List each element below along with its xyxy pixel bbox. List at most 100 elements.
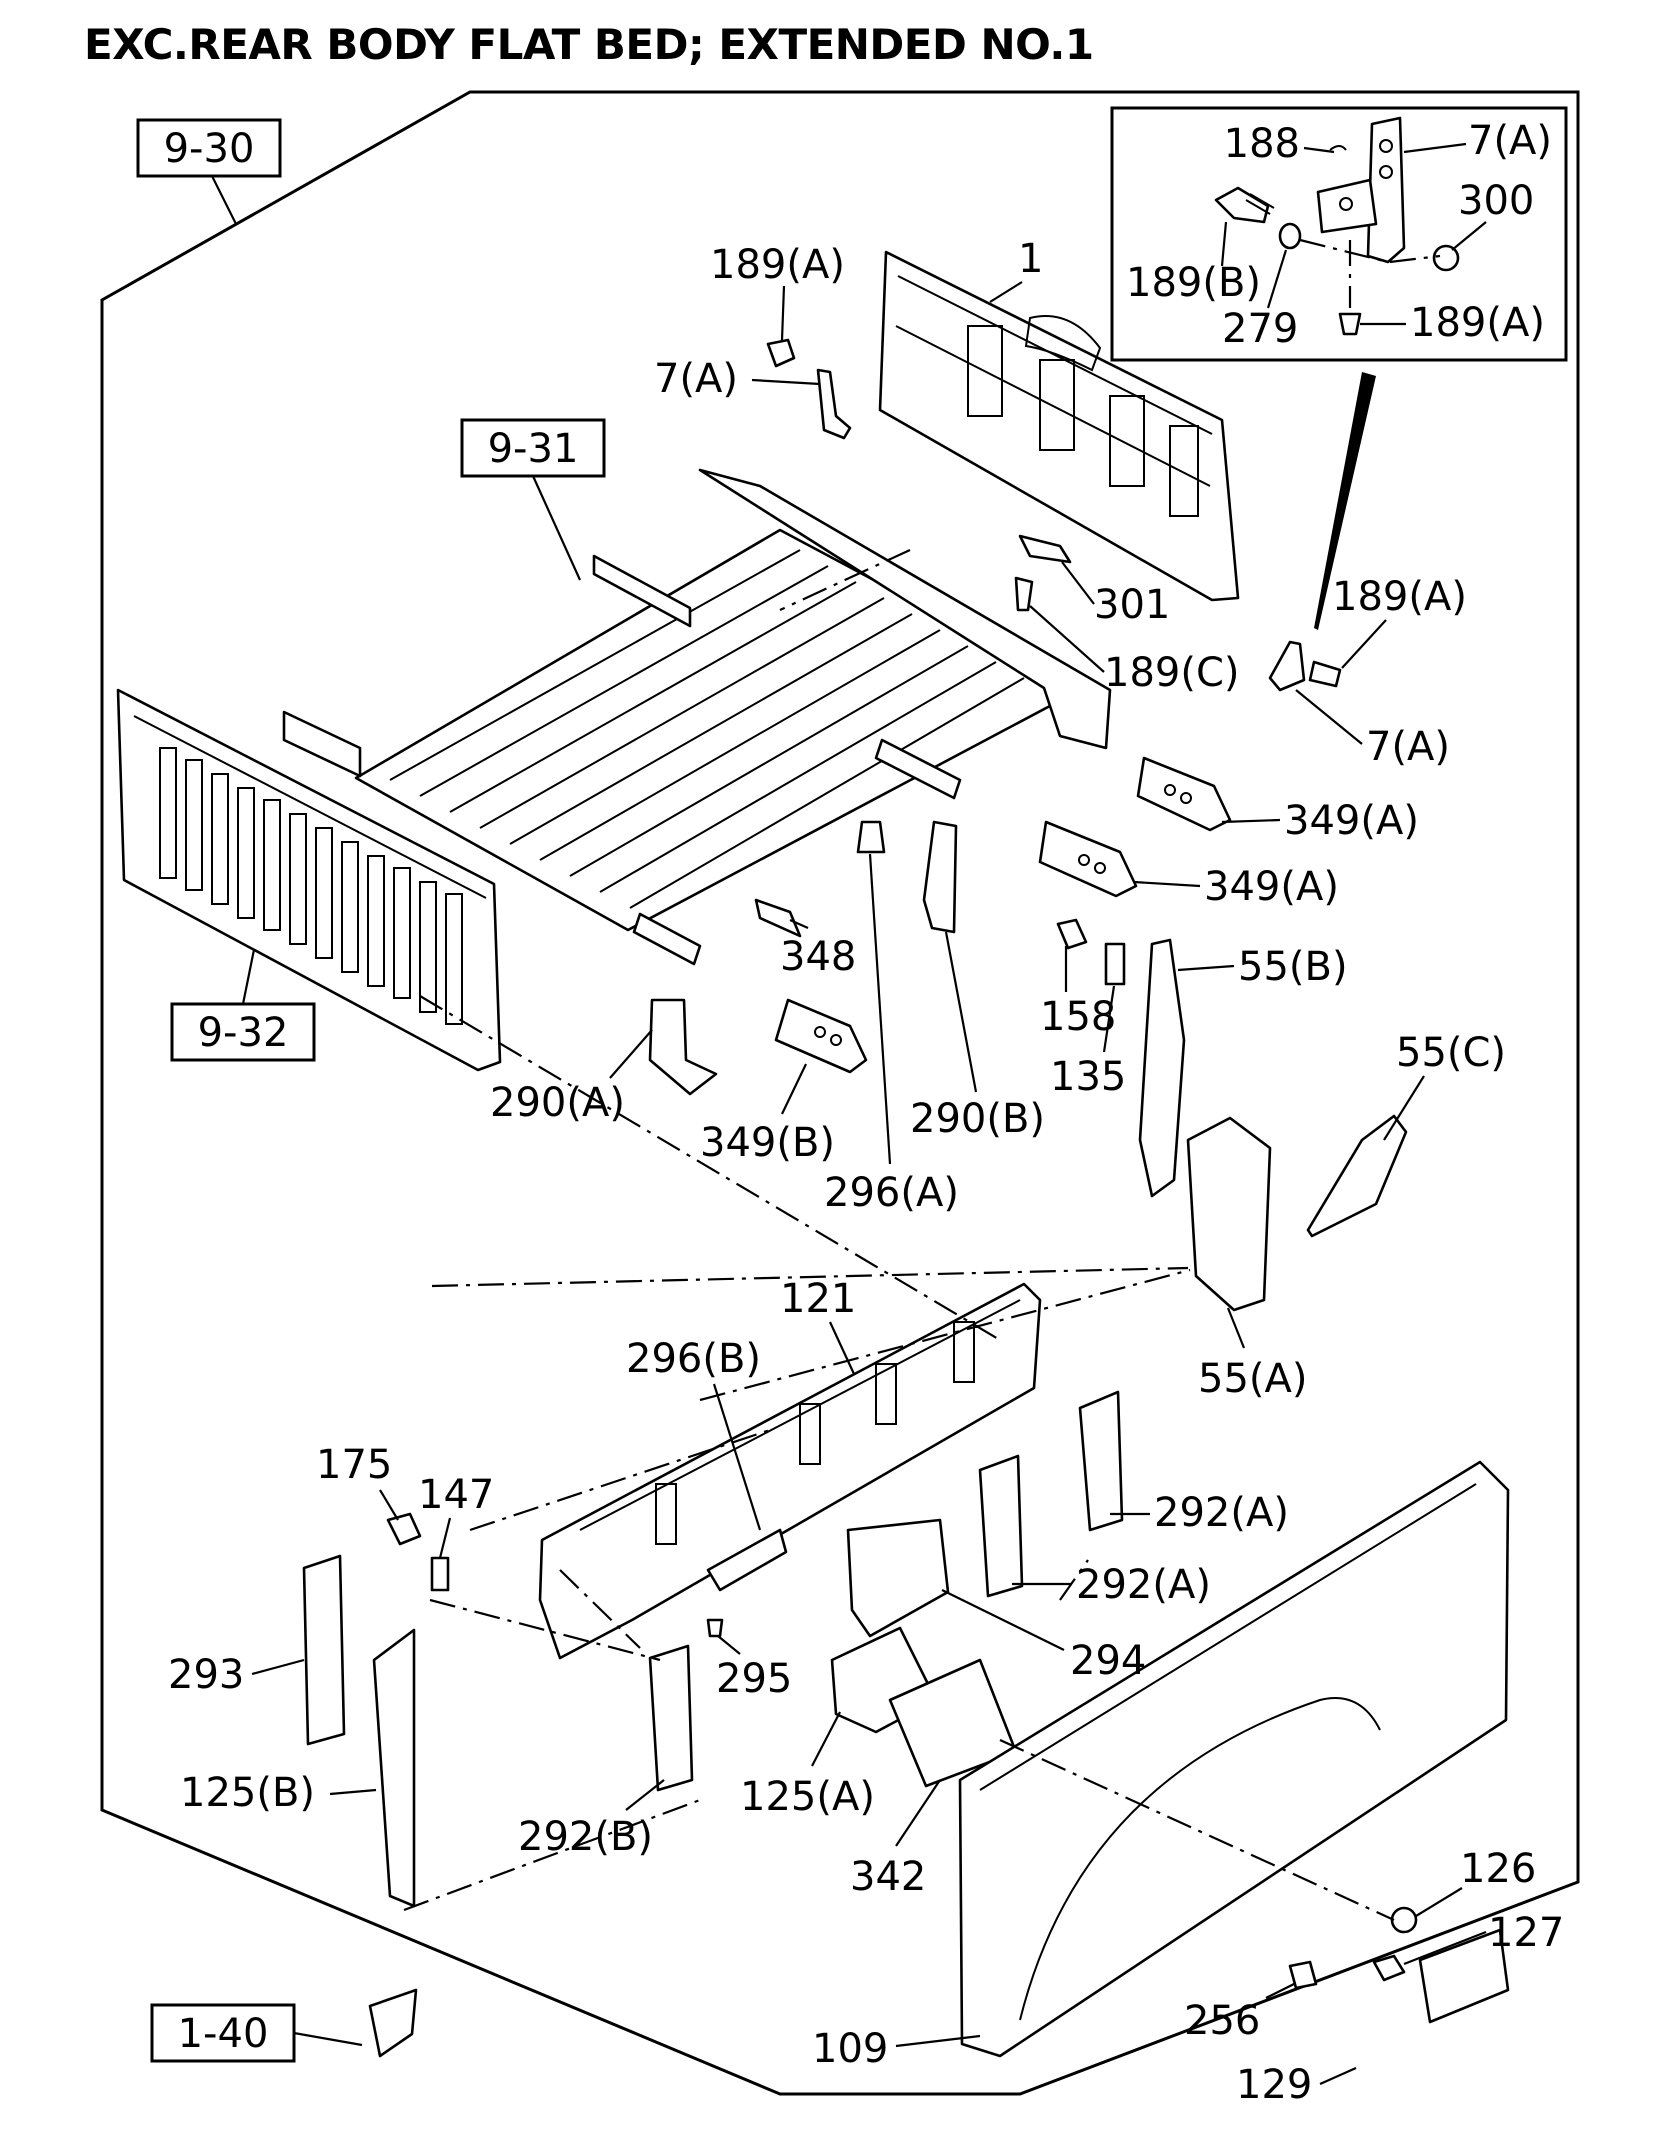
front-headboard-panel: [116, 688, 502, 1072]
label-125a: 125(A): [740, 1774, 875, 1820]
inset-bolt-189a: [1338, 312, 1362, 336]
ref-label-9-31: 9-31: [488, 426, 579, 472]
label-109: 109: [812, 2026, 888, 2072]
bolt-158: [1056, 918, 1088, 950]
label-55b: 55(B): [1238, 944, 1348, 990]
label-135: 135: [1050, 1054, 1126, 1100]
ref-label-9-32: 9-32: [198, 1010, 289, 1056]
bolt-189a-right: [1308, 660, 1342, 688]
page-title: EXC.REAR BODY FLAT BED; EXTENDED NO.1: [84, 20, 1094, 69]
inset-labels: 188 7(A) 300 189(B) 279 189(A): [1126, 118, 1552, 352]
bracket-296b: [706, 1528, 788, 1592]
label-147: 147: [418, 1472, 494, 1518]
label-348: 348: [780, 934, 856, 980]
bolt-189a-top: [766, 338, 796, 368]
label-189a-top: 189(A): [710, 242, 845, 288]
label-296a: 296(A): [824, 1170, 959, 1216]
label-127: 127: [1488, 1910, 1564, 1956]
bracket-290b: [922, 820, 958, 934]
label-290b: 290(B): [910, 1096, 1045, 1142]
label-189c: 189(C): [1104, 650, 1240, 696]
label-1: 1: [1018, 236, 1043, 282]
label-295: 295: [716, 1656, 792, 1702]
label-342: 342: [850, 1854, 926, 1900]
bolt-189c: [1014, 576, 1034, 612]
label-189b: 189(B): [1126, 260, 1261, 306]
label-292b: 292(B): [518, 1814, 653, 1860]
tailgate-panel: [878, 250, 1240, 602]
bracket-296a: [856, 820, 886, 854]
label-296b: 296(B): [626, 1336, 761, 1382]
outer-fender-panel: [958, 1460, 1510, 2058]
pillar-55a: [1186, 1116, 1272, 1312]
label-293: 293: [168, 1652, 244, 1698]
inset-nut-300: [1432, 244, 1460, 272]
wheelhouse-294: [846, 1518, 950, 1638]
fuel-lid-129: [1418, 1928, 1510, 2024]
label-301: 301: [1094, 582, 1170, 628]
clip-147: [430, 1556, 450, 1592]
label-189a-inset: 189(A): [1410, 300, 1545, 346]
label-292a-1: 292(A): [1154, 1490, 1289, 1536]
label-292a-2: 292(A): [1076, 1562, 1211, 1608]
ref-box-1-40: 1-40: [150, 2003, 363, 2063]
label-125b: 125(B): [180, 1770, 315, 1816]
inset-washer-279: [1278, 222, 1302, 250]
label-7a-inset: 7(A): [1468, 118, 1552, 164]
clip-135: [1104, 942, 1126, 986]
inset-detail-box: [1110, 106, 1568, 362]
label-188: 188: [1224, 121, 1300, 167]
label-300: 300: [1458, 178, 1534, 224]
side-panel-inner: [538, 1282, 1042, 1660]
label-126: 126: [1460, 1846, 1536, 1892]
pillar-55b: [1138, 938, 1186, 1198]
ref-label-1-40: 1-40: [178, 2011, 269, 2057]
label-121: 121: [780, 1276, 856, 1322]
label-7a-left: 7(A): [654, 356, 738, 402]
nut-126: [1390, 1906, 1418, 1934]
inset-hinge-bracket: [1316, 116, 1406, 264]
ref-label-9-30: 9-30: [164, 126, 255, 172]
corner-293: [302, 1554, 346, 1746]
label-129: 129: [1236, 2062, 1312, 2108]
label-189a-right: 189(A): [1332, 574, 1467, 620]
label-158: 158: [1040, 994, 1116, 1040]
stake-pocket-292a-2: [978, 1454, 1024, 1598]
label-349a-1: 349(A): [1284, 798, 1419, 844]
stake-pocket-292a-1: [1078, 1390, 1124, 1532]
label-290a: 290(A): [490, 1080, 625, 1126]
label-256: 256: [1184, 1998, 1260, 2044]
label-349b: 349(B): [700, 1120, 835, 1166]
label-55a: 55(A): [1198, 1356, 1307, 1402]
label-279: 279: [1222, 306, 1298, 352]
bracket-290a: [648, 998, 718, 1096]
hinge-301: [1018, 534, 1072, 564]
ref-box-9-31: 9-31: [460, 418, 606, 581]
bolt-127: [1372, 1954, 1406, 1982]
bracket-348: [754, 898, 802, 938]
label-175: 175: [316, 1442, 392, 1488]
clip-295: [706, 1618, 724, 1638]
label-349a-2: 349(A): [1204, 864, 1339, 910]
inset-pointer-wedge: [1314, 372, 1376, 630]
hinge-7a-left: [816, 368, 852, 440]
bracket-349a-upper: [1136, 756, 1232, 832]
diagram-frame: [100, 90, 1580, 2096]
stake-pocket-292b: [648, 1644, 694, 1792]
ref-box-9-30: 9-30: [136, 118, 282, 225]
bracket-349b: [774, 998, 868, 1074]
clip-256: [1288, 1960, 1318, 1990]
inset-bolt-189b: [1214, 186, 1275, 224]
label-294: 294: [1070, 1638, 1146, 1684]
main-labels: 189(A) 1 7(A) 301 189(A) 189(C) 7(A) 349…: [168, 236, 1564, 2108]
ref-box-9-32: 9-32: [170, 919, 316, 1062]
cargo-bed-floor: [282, 468, 1112, 966]
bracket-349a-lower: [1038, 820, 1138, 898]
bolt-175: [386, 1512, 422, 1546]
mudflap-1-40: [368, 1988, 418, 2058]
corner-125b: [372, 1628, 416, 1908]
pillar-55c: [1306, 1114, 1408, 1238]
hinge-7a-right: [1268, 640, 1306, 692]
label-7a-right: 7(A): [1366, 724, 1450, 770]
